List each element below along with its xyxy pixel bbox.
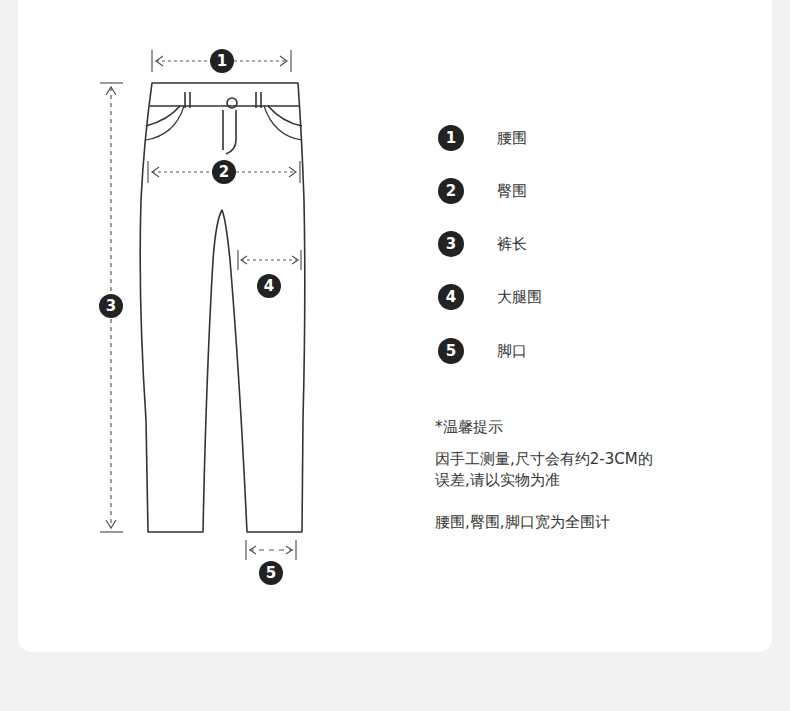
callout-number: 2 (438, 178, 464, 204)
legend-label: 大腿围 (497, 287, 542, 308)
note-text: 因手工测量,尺寸会有约2-3CM的 误差,请以实物为准 (435, 449, 675, 491)
callout-text: 3 (446, 235, 456, 253)
callout-number: 3 (438, 231, 464, 257)
callout-text: 3 (106, 297, 116, 315)
callout-number: 1 (438, 125, 464, 151)
note-text: 腰围,臀围,脚口宽为全围计 (435, 512, 610, 533)
callout-text: 1 (446, 129, 456, 147)
note-text: *温馨提示 (435, 417, 503, 438)
callout-number: 1 (210, 49, 234, 73)
legend-label: 脚口 (497, 341, 527, 362)
callout-number: 5 (438, 338, 464, 364)
callout-number: 3 (99, 294, 123, 318)
callout-text: 2 (446, 182, 456, 200)
card-panel (18, 0, 772, 652)
callout-number: 4 (438, 284, 464, 310)
legend-label: 腰围 (497, 128, 527, 149)
callout-text: 1 (217, 52, 227, 70)
callout-number: 4 (257, 274, 281, 298)
legend-label: 裤长 (497, 234, 527, 255)
callout-number: 5 (259, 561, 283, 585)
legend-label: 臀围 (497, 181, 527, 202)
callout-text: 4 (446, 288, 456, 306)
callout-number: 2 (212, 160, 236, 184)
callout-text: 5 (266, 564, 276, 582)
callout-text: 2 (219, 163, 229, 181)
callout-text: 5 (446, 342, 456, 360)
callout-text: 4 (264, 277, 274, 295)
